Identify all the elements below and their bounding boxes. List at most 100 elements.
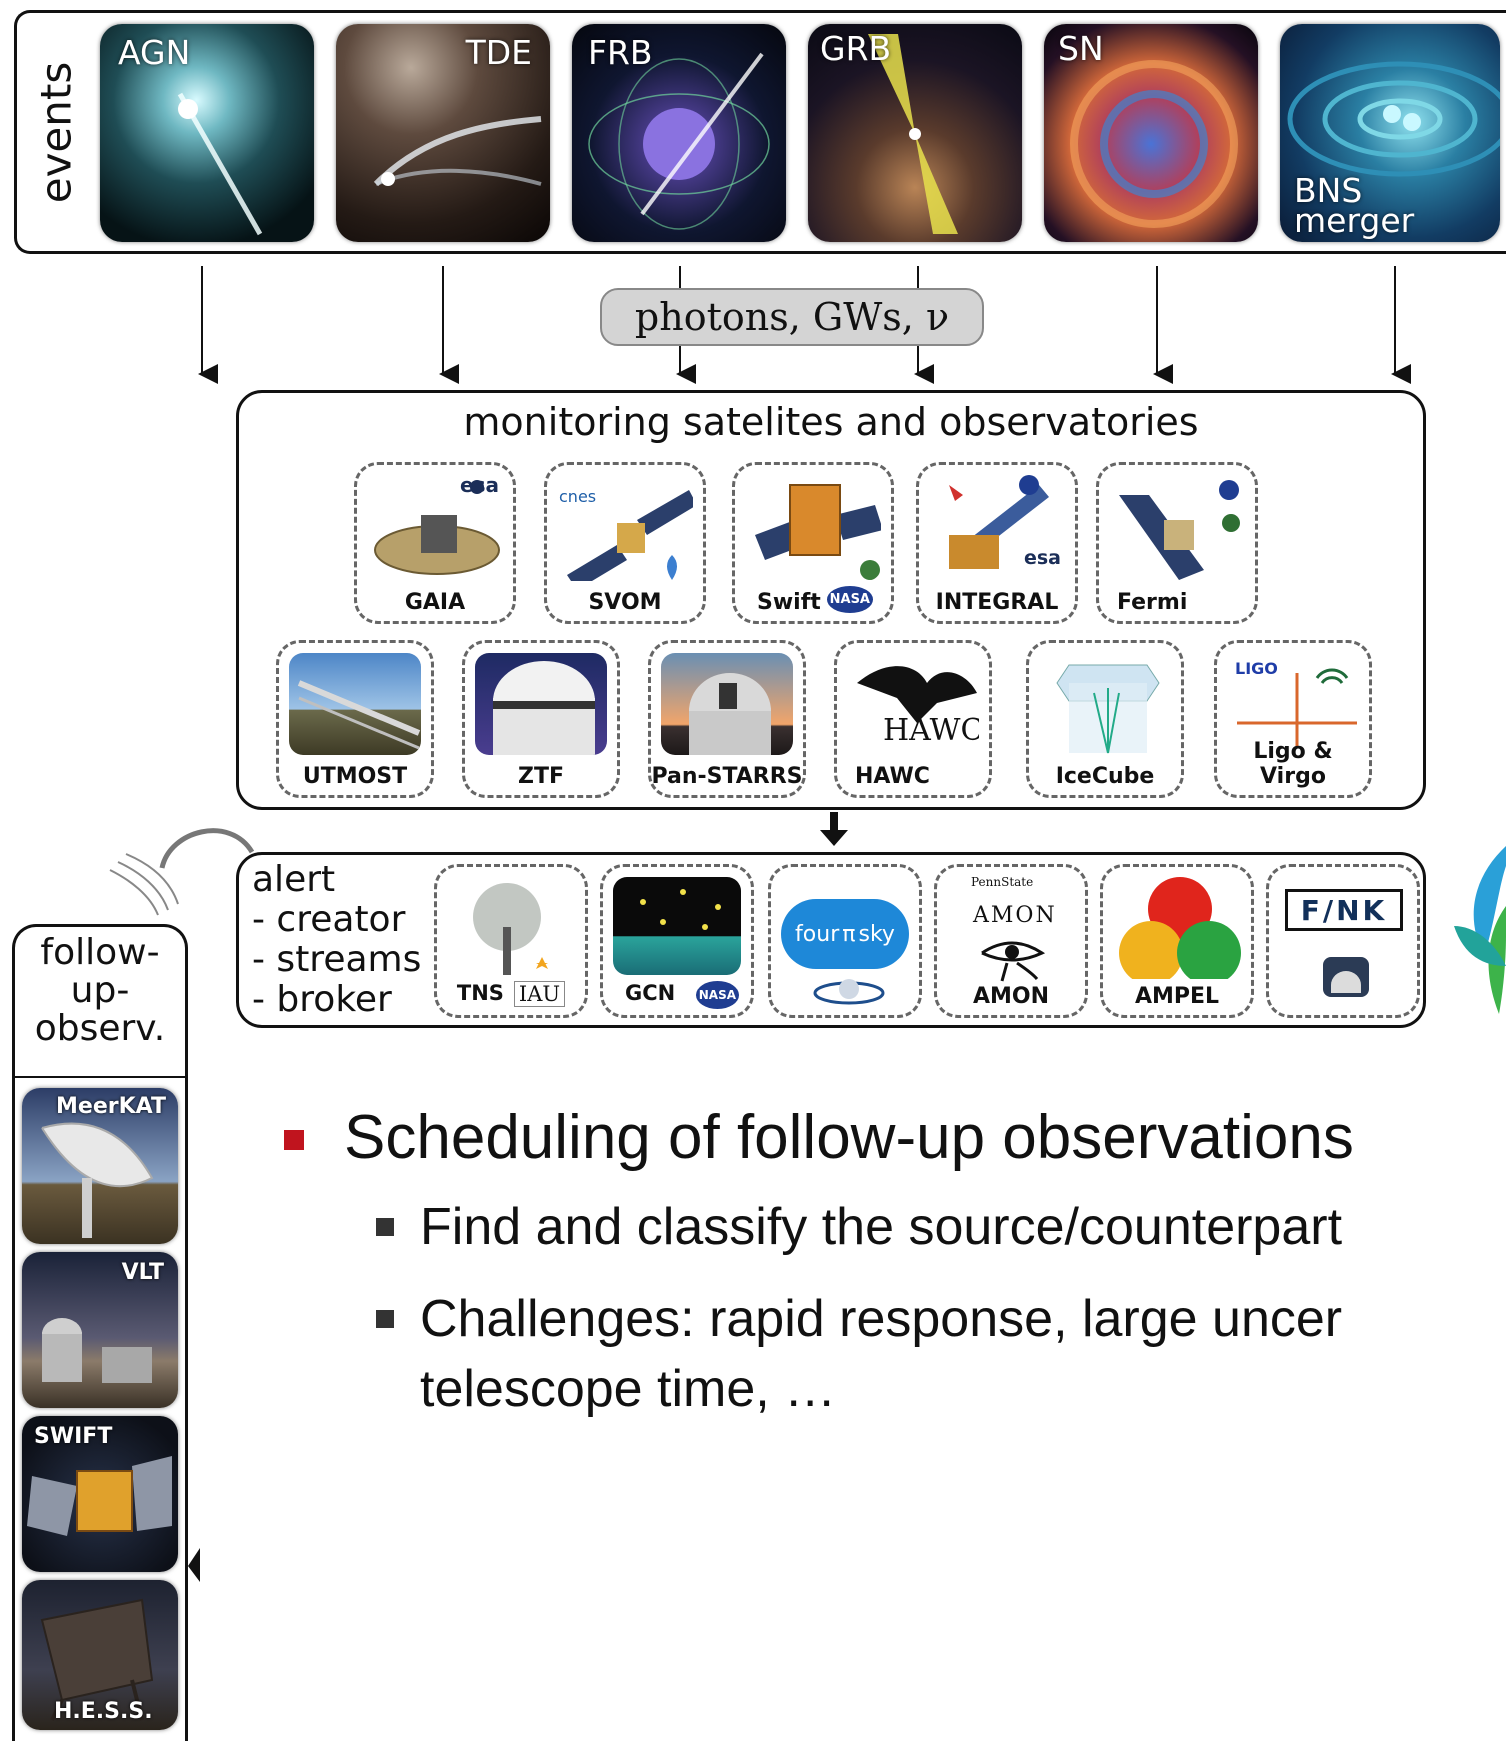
followup-meerkat: MeerKAT (22, 1088, 178, 1244)
alert-line-streams: - streams (252, 939, 422, 980)
followup-hess: H.E.S.S. (22, 1580, 178, 1730)
bullet-red-square (284, 1130, 304, 1150)
amon-logo: AMON (973, 903, 1057, 928)
card-amon: PennState AMON AMON (934, 864, 1088, 1018)
alert-box (236, 852, 1426, 1028)
ztf-dome-icon (493, 661, 595, 755)
ligo-logo: LIGO (1235, 659, 1278, 678)
followup-divider (12, 1076, 188, 1078)
alert-line-creator: - creator (252, 899, 406, 940)
hawc-logo: HAWC (883, 713, 979, 748)
monitoring-title: monitoring satelites and observatories (463, 400, 1199, 444)
hawc-eagle-icon (857, 666, 977, 723)
followup-swift: SWIFT (22, 1416, 178, 1572)
event-sn: SN (1044, 24, 1258, 242)
events-frame (14, 10, 1506, 254)
sub-bullet-2-cont: telescope time, … (420, 1360, 837, 1418)
event-tde: TDE (336, 24, 550, 242)
swift-observatory-icon (27, 1456, 172, 1536)
tns-tree-icon (473, 883, 548, 975)
event-grb: GRB (808, 24, 1022, 242)
card-ampel-label: AMPEL (1134, 984, 1220, 1009)
tde-stream-icon (373, 116, 542, 187)
bullet-main: Scheduling of follow-up observations (344, 1103, 1354, 1172)
card-icecube: IceCube (1026, 640, 1184, 798)
pennstate-logo: PennState (971, 875, 1034, 889)
card-utmost: UTMOST (276, 640, 434, 798)
utmost-telescope-icon (297, 680, 421, 750)
event-bns-label-line1: BNS (1294, 171, 1363, 210)
followup-swift-label: SWIFT (34, 1424, 113, 1449)
event-bns: BNS merger (1280, 24, 1500, 242)
followup-vlt: VLT (22, 1252, 178, 1408)
card-swift: NASA Swift (732, 462, 894, 624)
messenger-label: photons, GWs, ν (600, 288, 984, 346)
gcn-network-icon (640, 889, 721, 930)
svom-logo: cnes (559, 487, 597, 506)
saturn-icon (813, 979, 885, 1005)
leaf-logo-icon (1454, 846, 1506, 1014)
card-panstarrs: Pan-STARRS (648, 640, 806, 798)
interferometer-icon (1237, 668, 1357, 748)
card-ztf-label: ZTF (518, 764, 564, 789)
followup-meerkat-label: MeerKAT (56, 1094, 166, 1119)
followup-frame (12, 924, 188, 1741)
fink-logo: F/NK (1285, 889, 1403, 931)
hess-telescope-icon (40, 1598, 154, 1721)
card-amon-label: AMON (972, 984, 1050, 1009)
card-utmost-label: UTMOST (302, 764, 408, 789)
card-fermi-label: Fermi (1117, 590, 1188, 615)
ampel-circles-icon (1119, 877, 1241, 979)
fermi-satellite-icon (1119, 480, 1240, 580)
frb-magnetar-icon (588, 52, 770, 230)
card-tns-label: TNS (456, 981, 504, 1005)
card-fermi: Fermi (1096, 462, 1258, 624)
agn-jet-icon (177, 92, 263, 236)
card-ztf: ZTF (462, 640, 620, 798)
card-gcn-label: GCN (625, 981, 676, 1005)
card-hawc: HAWC HAWC (834, 640, 992, 798)
event-tde-label: TDE (465, 33, 532, 72)
card-ligo-virgo-label: Ligo & Virgo (1253, 739, 1333, 789)
swift-satellite-icon (755, 484, 881, 580)
event-frb-label: FRB (588, 33, 653, 72)
vlt-telescope-icon (42, 1318, 152, 1383)
sub-bullet-square-1 (376, 1218, 394, 1236)
eye-of-horus-icon (981, 941, 1046, 982)
sub-bullet-2: Challenges: rapid response, large uncer (420, 1290, 1343, 1348)
alert-title: alert (252, 859, 336, 900)
card-gaia: esa GAIA (354, 462, 516, 624)
sn-remnant-icon (1070, 60, 1238, 228)
event-sn-label: SN (1058, 29, 1104, 68)
iau-logo: IAU (513, 981, 566, 1007)
event-agn: AGN (100, 24, 314, 242)
bns-merger-icon (1287, 61, 1500, 177)
icecube-detector-icon (1056, 664, 1160, 754)
alert-line-broker: - broker (252, 979, 392, 1020)
card-svom-label: SVOM (588, 590, 662, 615)
monitoring-box (236, 390, 1426, 810)
alert-text: alert - creator - streams - broker (252, 860, 421, 1020)
card-tns: TNS IAU (434, 864, 588, 1018)
card-swift-label: Swift (757, 590, 821, 615)
gcn-nasa-logo: NASA (695, 981, 739, 1009)
card-gaia-label: GAIA (404, 590, 466, 615)
swift-nasa-logo: NASA (826, 586, 873, 613)
integral-esa-logo: esa (1023, 547, 1061, 569)
observatory-icon (1323, 957, 1369, 997)
card-icecube-label: IceCube (1055, 764, 1155, 789)
card-ligo-virgo: LIGO Ligo & Virgo (1214, 640, 1372, 798)
card-panstarrs-label: Pan-STARRS (651, 764, 803, 789)
event-frb: FRB (572, 24, 786, 242)
followup-vlt-label: VLT (121, 1260, 164, 1285)
card-gcn: GCN NASA (600, 864, 754, 1018)
card-svom: cnes SVOM (544, 462, 706, 624)
sub-bullet-1: Find and classify the source/counterpart (420, 1198, 1343, 1256)
meerkat-dish-icon (41, 1122, 154, 1238)
svom-satellite-icon (567, 490, 693, 581)
card-hawc-label: HAWC (855, 764, 930, 789)
card-ampel: AMPEL (1100, 864, 1254, 1018)
